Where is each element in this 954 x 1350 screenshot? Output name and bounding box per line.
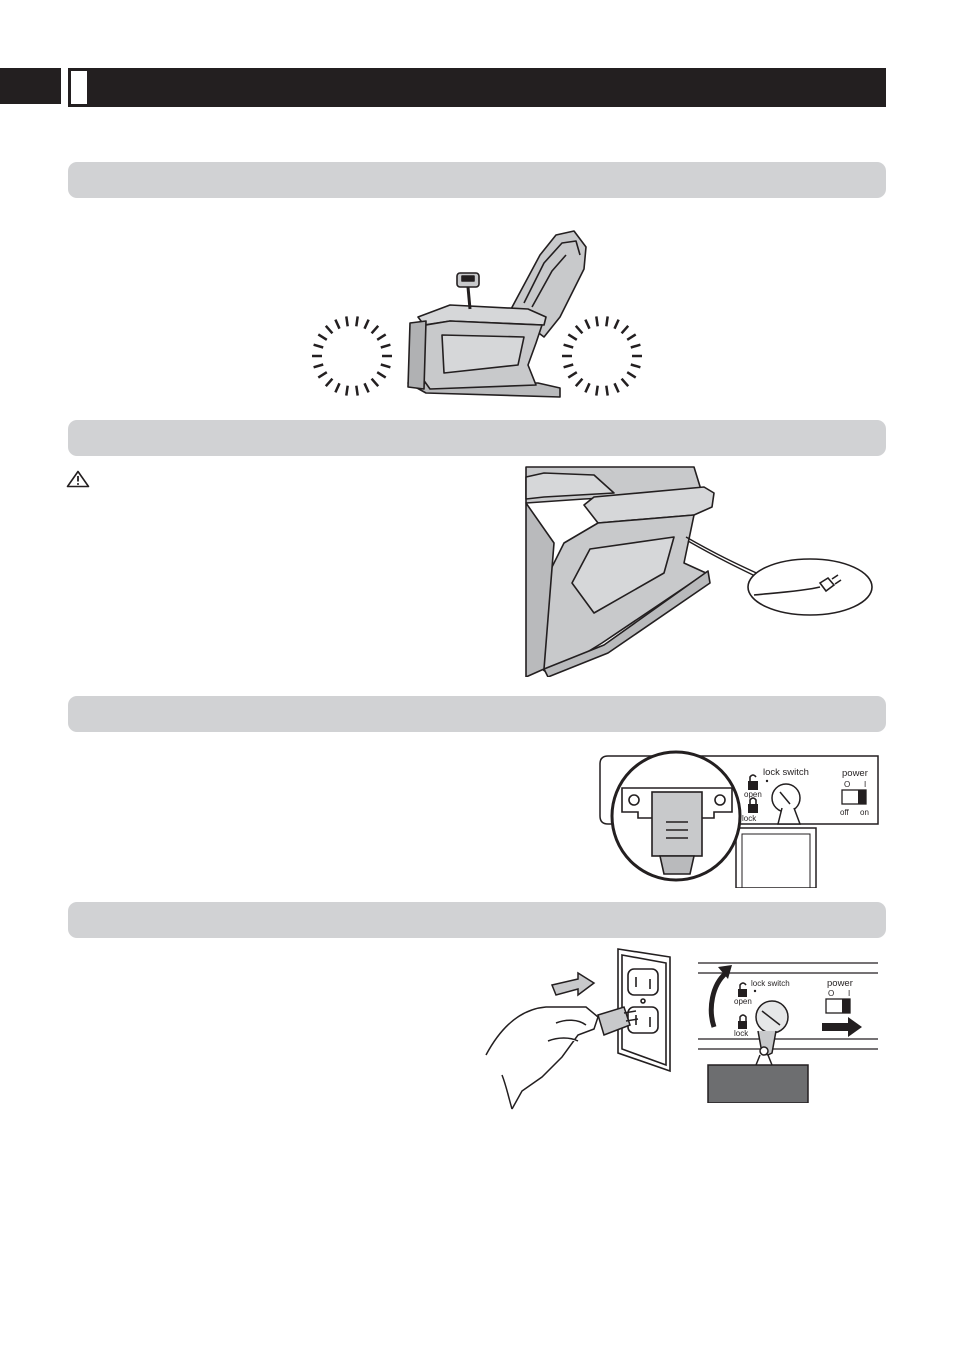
burst-ray xyxy=(370,324,380,335)
plug-in-hand xyxy=(485,1006,639,1110)
burst-ray xyxy=(363,319,370,330)
remote-control xyxy=(707,1064,809,1103)
lock-label-2: lock xyxy=(734,1029,749,1038)
burst-ray xyxy=(626,333,637,341)
lock-switch-power-on-illustration: lock switch open lock power O I xyxy=(698,962,878,1103)
burst-ray xyxy=(334,319,341,330)
burst-ray xyxy=(313,363,324,369)
lock-label: lock xyxy=(742,814,757,823)
warning-triangle-icon xyxy=(66,470,90,488)
burst-ray xyxy=(563,363,574,369)
burst-ray xyxy=(605,316,609,327)
burst-ray xyxy=(317,371,328,379)
lock-icon xyxy=(748,797,758,813)
page-title-bar xyxy=(68,68,886,107)
power-off-symbol-2: O xyxy=(828,989,834,998)
switch-on-arrow-icon xyxy=(822,1017,862,1037)
on-label: on xyxy=(860,808,869,817)
wall-outlet xyxy=(617,948,671,1073)
section-bar-connect xyxy=(68,696,886,732)
burst-ray xyxy=(370,377,380,388)
power-label: power xyxy=(842,768,868,779)
burst-ray xyxy=(567,371,578,379)
clearance-burst-front xyxy=(312,316,392,396)
massage-chair-side-view xyxy=(407,230,587,398)
burst-ray xyxy=(324,377,334,388)
burst-ray xyxy=(620,377,630,388)
chair-clearance-illustration xyxy=(312,230,642,398)
power-switch xyxy=(841,789,867,805)
burst-ray xyxy=(630,363,641,369)
power-inlet-socket xyxy=(621,787,733,875)
plug-callout-circle xyxy=(747,558,873,616)
burst-ray xyxy=(334,382,341,393)
power-cord-illustration xyxy=(525,466,873,677)
section-bar-power-on xyxy=(68,902,886,938)
power-on-symbol: I xyxy=(864,780,866,789)
rotate-arrow-icon xyxy=(708,971,728,1028)
burst-ray xyxy=(630,343,641,349)
burst-ray xyxy=(313,343,324,349)
burst-ray xyxy=(355,316,359,327)
remote-holder xyxy=(735,827,817,888)
burst-ray xyxy=(574,324,584,335)
power-on-symbol-2: I xyxy=(848,989,850,998)
open-label-2: open xyxy=(734,997,752,1006)
burst-ray xyxy=(574,377,584,388)
burst-ray xyxy=(567,333,578,341)
burst-ray xyxy=(595,316,599,327)
off-label: off xyxy=(840,808,850,817)
chair-armrest-closeup xyxy=(525,466,715,677)
section-bar-placement xyxy=(68,162,886,198)
burst-ray xyxy=(584,382,591,393)
title-bar-marker xyxy=(71,71,87,104)
power-off-symbol: O xyxy=(844,780,850,789)
burst-ray xyxy=(380,343,391,349)
burst-ray xyxy=(380,363,391,369)
plug-icon xyxy=(753,574,842,596)
burst-ray xyxy=(345,316,349,327)
burst-ray xyxy=(363,382,370,393)
unlock-icon xyxy=(748,774,758,790)
lock-switch-label-2: lock switch xyxy=(751,979,790,988)
burst-ray xyxy=(613,319,620,330)
section-bar-cord xyxy=(68,420,886,456)
burst-ray xyxy=(345,385,349,396)
lock-switch-label: lock switch xyxy=(763,767,809,778)
lock-switch-knob xyxy=(771,783,802,825)
burst-ray xyxy=(595,385,599,396)
lock-icon-2 xyxy=(738,1014,747,1029)
unlock-icon-2 xyxy=(738,982,747,997)
burst-ray xyxy=(620,324,630,335)
connector-panel-illustration: lock switch open lock power O I off on xyxy=(599,750,879,888)
open-label: open xyxy=(744,790,762,799)
burst-ray xyxy=(605,385,609,396)
burst-ray xyxy=(376,371,387,379)
burst-ray xyxy=(563,343,574,349)
burst-ray xyxy=(355,385,359,396)
burst-ray xyxy=(376,333,387,341)
insert-direction-arrow-icon xyxy=(550,971,596,997)
burst-ray xyxy=(613,382,620,393)
burst-ray xyxy=(324,324,334,335)
chapter-tab xyxy=(0,68,61,104)
power-switch-2 xyxy=(825,998,851,1014)
burst-ray xyxy=(626,371,637,379)
power-label-2: power xyxy=(827,978,853,989)
burst-ray xyxy=(584,319,591,330)
wall-outlet-illustration xyxy=(485,948,671,1110)
clearance-burst-back xyxy=(562,316,642,396)
lock-switch-knob-2 xyxy=(755,1000,789,1066)
burst-ray xyxy=(317,333,328,341)
